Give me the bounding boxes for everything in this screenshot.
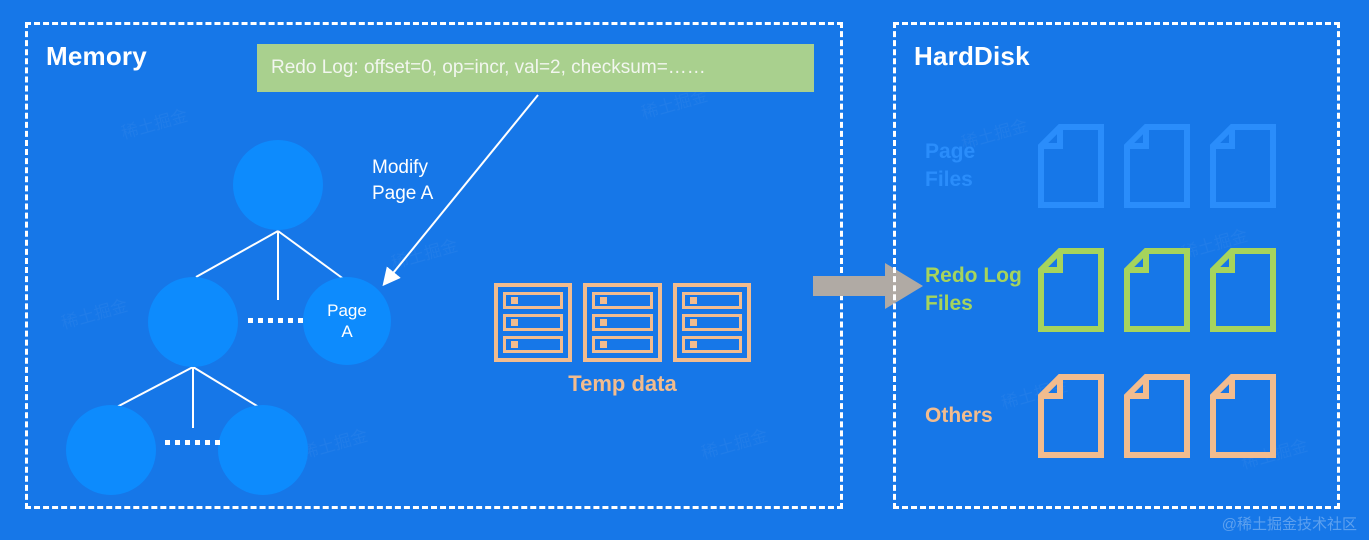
file-icon: [1038, 248, 1104, 332]
file-group-redo-log-files: [1038, 248, 1276, 332]
temp-data-rack-slot: [503, 292, 564, 309]
rack-slot-indicator: [689, 341, 697, 348]
rack-slot-indicator: [689, 319, 697, 326]
disk-row-label-redo-log-files: Redo Log Files: [925, 264, 1022, 315]
temp-data-rack: [672, 283, 751, 362]
temp-data-rack: [494, 283, 573, 362]
tree-node-page-a: Page A: [303, 277, 391, 365]
temp-data-caption: Temp data: [568, 371, 677, 396]
rack-slot-indicator: [689, 297, 697, 304]
file-group-others: [1038, 374, 1276, 458]
site-watermark: @稀土掘金技术社区: [1221, 516, 1357, 533]
temp-data-rack-slot: [681, 336, 742, 353]
temp-data-rack-slot: [503, 314, 564, 331]
temp-data-racks: [494, 283, 751, 362]
disk-row-redo-log-files: Redo Log Files: [925, 248, 1276, 332]
file-icon: [1124, 248, 1190, 332]
file-icon: [1038, 374, 1104, 458]
rack-slot-indicator: [511, 297, 518, 304]
disk-row-label-others: Others: [925, 404, 993, 428]
file-icon: [1210, 124, 1276, 208]
rack-slot-indicator: [600, 341, 608, 348]
memory-zone-title: Memory: [46, 41, 147, 71]
modify-page-a-label: Modify Page A: [372, 157, 434, 205]
temp-data-rack-slot: [592, 314, 653, 331]
temp-data-rack-slot: [592, 292, 653, 309]
harddisk-zone-title: HardDisk: [914, 41, 1030, 71]
rack-slot-indicator: [600, 297, 608, 304]
tree-node-level3-left: [66, 405, 156, 495]
disk-row-page-files: Page Files: [925, 124, 1276, 208]
file-icon: [1210, 374, 1276, 458]
temp-data-group: Temp data: [494, 283, 751, 397]
tree-ellipsis-level2: [248, 318, 303, 323]
tree-node-root: [233, 140, 323, 230]
temp-data-rack-slot: [503, 336, 564, 353]
temp-data-rack: [583, 283, 662, 362]
file-icon: [1124, 374, 1190, 458]
page-a-label-line1: Page: [327, 300, 367, 320]
redo-log-banner-text: Redo Log: offset=0, op=incr, val=2, chec…: [271, 57, 706, 78]
harddisk-zone: HardDisk: [893, 22, 1340, 509]
temp-data-rack-slot: [681, 292, 742, 309]
redo-log-banner: Redo Log: offset=0, op=incr, val=2, chec…: [257, 44, 814, 92]
rack-slot-indicator: [600, 319, 608, 326]
temp-data-rack-slot: [592, 336, 653, 353]
disk-row-label-page-files: Page Files: [925, 140, 976, 191]
file-icon: [1210, 248, 1276, 332]
disk-row-others: Others: [925, 374, 1276, 458]
temp-data-rack-slot: [681, 314, 742, 331]
tree-node-level3-right: [218, 405, 308, 495]
page-a-label-line2: A: [341, 322, 353, 341]
file-icon: [1124, 124, 1190, 208]
memory-zone: Memory: [25, 22, 843, 509]
rack-slot-indicator: [511, 319, 518, 326]
tree-node-level2-left: [148, 277, 238, 367]
file-group-page-files: [1038, 124, 1276, 208]
tree-ellipsis-level3: [165, 440, 220, 445]
file-icon: [1038, 124, 1104, 208]
rack-slot-indicator: [511, 341, 518, 348]
